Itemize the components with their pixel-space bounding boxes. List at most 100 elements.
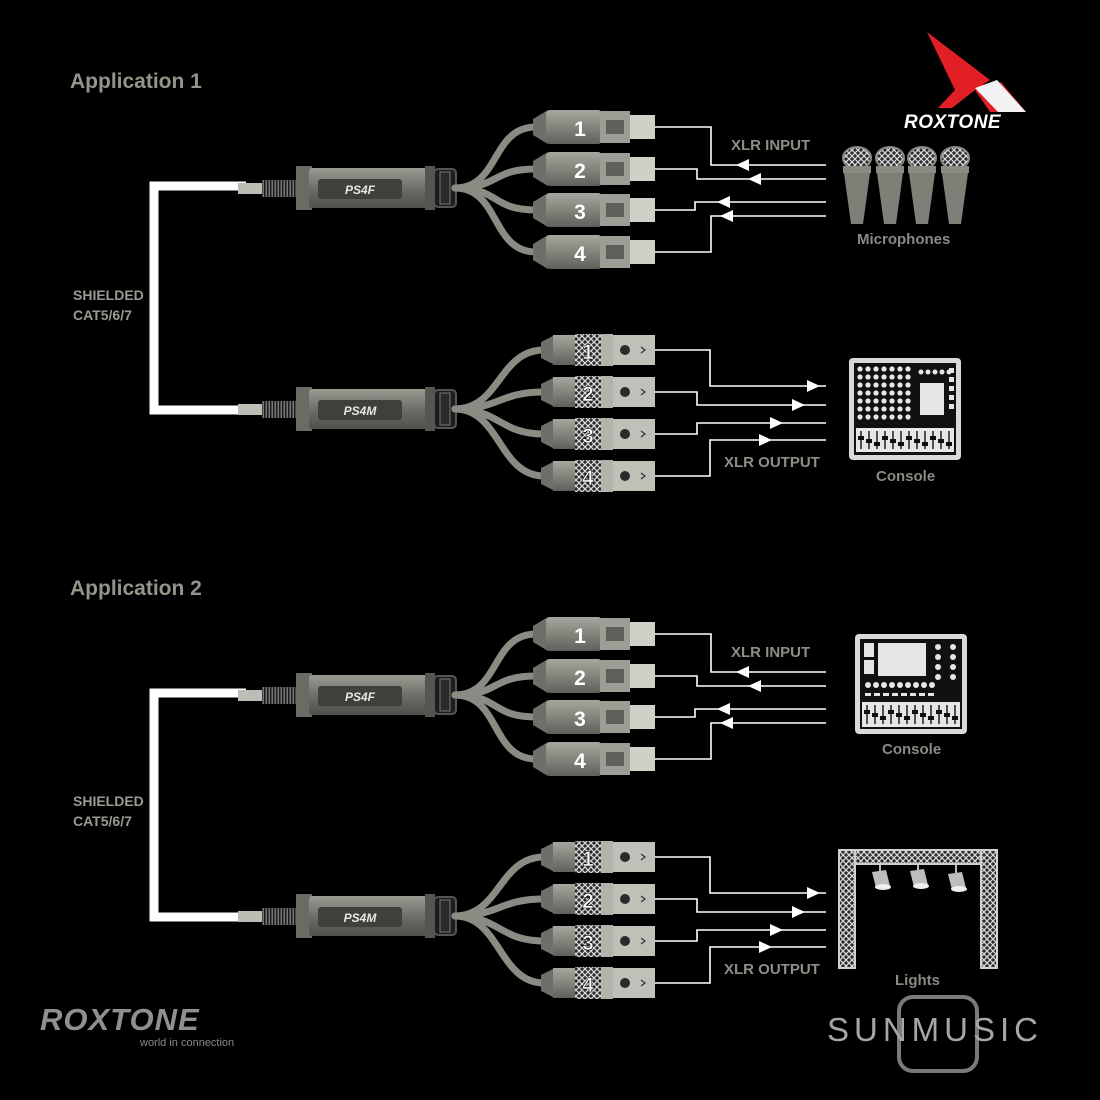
knob	[865, 390, 871, 396]
knob	[873, 682, 879, 688]
latch	[606, 245, 624, 259]
knob	[897, 374, 903, 380]
fader-cap	[952, 716, 958, 720]
grip-pattern	[575, 925, 601, 957]
xlr-socket	[630, 705, 655, 729]
latch	[606, 120, 624, 134]
mic-grille	[907, 146, 937, 170]
box-endcap	[296, 673, 312, 717]
arrow-mark	[640, 430, 646, 438]
signal-line	[655, 391, 826, 406]
xlr-male-connector: 4	[541, 967, 655, 999]
channel-number: 3	[574, 201, 586, 224]
rj45-plug	[238, 183, 264, 194]
knob	[897, 390, 903, 396]
fader-cap	[944, 713, 950, 717]
spotlight-lens	[875, 884, 891, 890]
arrow-head	[748, 173, 761, 185]
fader-cap	[912, 710, 918, 714]
xlr-female-connector: 4	[533, 742, 655, 776]
xlr-male-connector: 1	[541, 841, 655, 873]
xlr-male-connector: 1	[541, 334, 655, 366]
connector-body	[553, 926, 575, 956]
latch	[606, 162, 624, 176]
signal-line	[655, 675, 826, 687]
strain-relief	[541, 461, 555, 491]
grip-pattern	[575, 376, 601, 408]
knob	[897, 366, 903, 372]
arrow-head	[770, 924, 783, 936]
gland-nut	[439, 392, 451, 426]
channel-number: 2	[574, 160, 586, 183]
release-button	[620, 387, 630, 397]
xlr-female-connector: 3	[533, 193, 655, 227]
knob	[905, 414, 911, 420]
fader-cap	[904, 716, 910, 720]
strain-relief	[541, 335, 555, 365]
knob	[905, 682, 911, 688]
fader-cap	[928, 716, 934, 720]
signal-line	[655, 633, 826, 673]
mixing-console-icon	[855, 634, 967, 734]
button	[901, 693, 907, 696]
strain-relief	[541, 968, 555, 998]
xlr-female-connector: 4	[533, 235, 655, 269]
signal-line	[655, 708, 826, 718]
release-button	[620, 978, 630, 988]
mic-ring	[908, 166, 936, 173]
xlr-male-connector: 2	[541, 376, 655, 408]
knob	[889, 414, 895, 420]
mic-grille	[842, 146, 872, 170]
knob	[905, 382, 911, 388]
breakout-cable	[451, 912, 548, 987]
grip-pattern	[575, 460, 601, 492]
mic-handle	[909, 173, 935, 224]
channel-number: 1	[582, 341, 594, 364]
button	[883, 693, 889, 696]
label-plate	[318, 907, 402, 927]
connector-body	[553, 335, 575, 365]
xlr-female-connector: 2	[533, 152, 655, 186]
strain-relief	[541, 419, 555, 449]
mic-handle	[877, 173, 903, 224]
box-endcap	[296, 166, 312, 210]
knob	[913, 682, 919, 688]
xlr-socket	[630, 240, 655, 264]
connector-body	[546, 152, 602, 186]
application-1-title: Application 1	[70, 70, 202, 93]
logo-group	[927, 32, 1026, 112]
spotlight	[910, 869, 928, 887]
knob	[865, 414, 871, 420]
logo-frame	[897, 995, 979, 1073]
truss-lattice	[982, 851, 996, 967]
pin-housing	[613, 884, 655, 914]
pin-housing	[613, 842, 655, 872]
knob	[950, 654, 956, 660]
strain-relief	[533, 193, 548, 227]
fader-cap	[898, 442, 904, 446]
box-endcap	[296, 894, 312, 938]
channel-number: 3	[582, 932, 594, 955]
fader-cap	[920, 713, 926, 717]
knob	[950, 644, 956, 650]
knob	[935, 644, 941, 650]
button	[919, 693, 925, 696]
rj45-coupler	[262, 180, 296, 197]
knob	[881, 414, 887, 420]
connector-body	[553, 461, 575, 491]
strain-relief	[533, 110, 548, 144]
connector-body	[546, 235, 602, 269]
shielded-cable	[149, 688, 246, 922]
knob	[889, 374, 895, 380]
knob	[897, 406, 903, 412]
knob	[935, 654, 941, 660]
collar	[601, 967, 613, 999]
button	[949, 386, 954, 391]
knob	[897, 382, 903, 388]
spotlight	[948, 872, 966, 890]
channel-number: 3	[574, 708, 586, 731]
button	[892, 693, 898, 696]
release-button	[620, 345, 630, 355]
arrow-head	[717, 703, 730, 715]
